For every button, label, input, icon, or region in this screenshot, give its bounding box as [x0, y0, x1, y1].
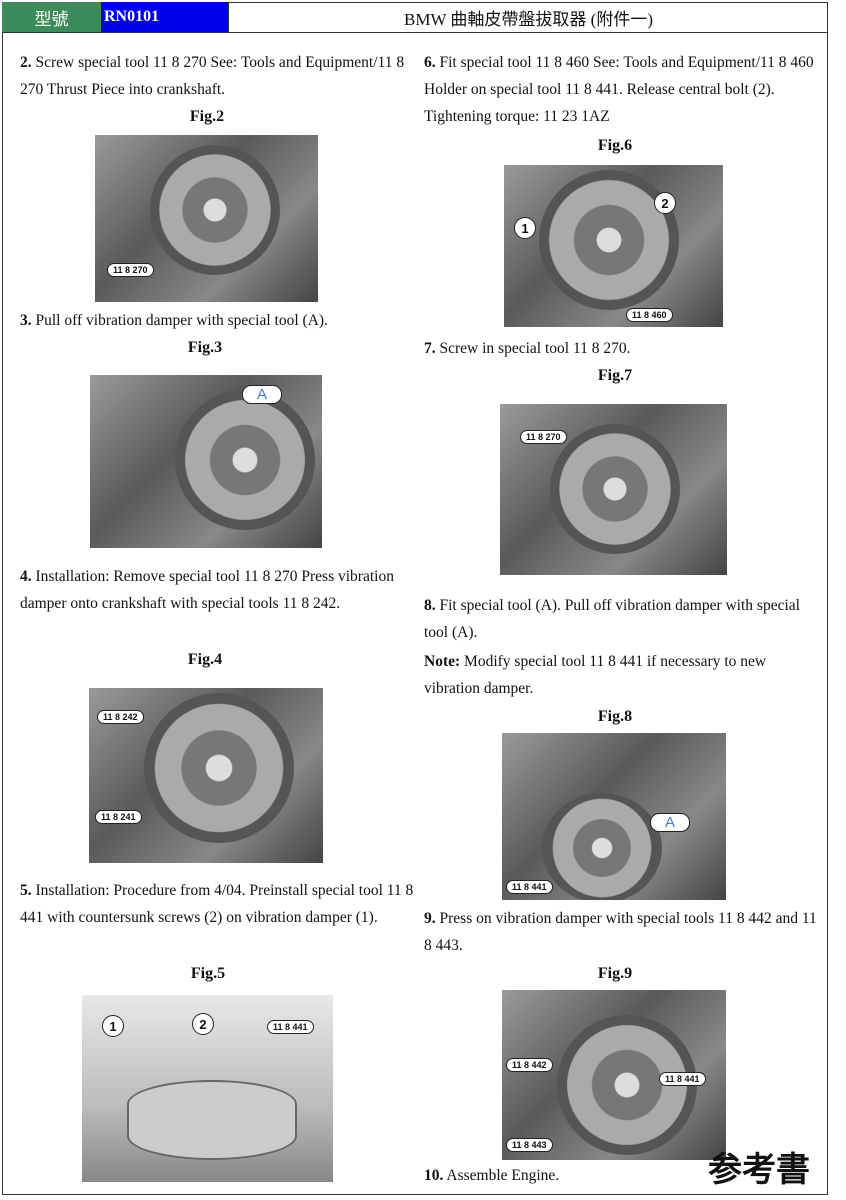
fig8-image: A 11 8 441	[502, 733, 726, 900]
fig4-image: 11 8 242 11 8 241	[89, 688, 323, 863]
fig4-label: Fig.4	[187, 651, 223, 668]
model-number: RN0101	[101, 2, 229, 32]
callout: A	[242, 385, 283, 404]
callout: 11 8 441	[267, 1020, 314, 1034]
callout: 11 8 270	[520, 430, 567, 444]
document-title: BMW 曲軸皮帶盤拔取器 (附件一)	[403, 9, 653, 29]
callout: 2	[654, 192, 676, 214]
callout: 11 8 442	[506, 1058, 553, 1072]
fig2-label: Fig.2	[189, 108, 225, 125]
step-3: 3. Pull off vibration damper with specia…	[20, 312, 328, 329]
fig9-label: Fig.9	[597, 965, 633, 982]
callout: 11 8 441	[506, 880, 553, 894]
fig5-image: 1 2 11 8 441	[82, 995, 333, 1182]
step-4: 4. Installation: Remove special tool 11 …	[20, 568, 394, 612]
step-6: 6. Fit special tool 11 8 460 See: Tools …	[424, 54, 814, 125]
callout: A	[650, 813, 691, 832]
fig3-image: A	[90, 375, 322, 548]
callout: 11 8 270	[107, 263, 154, 277]
fig2-image: 11 8 270	[95, 135, 318, 302]
callout: 1	[102, 1015, 124, 1037]
callout: 11 8 242	[97, 710, 144, 724]
callout: 11 8 441	[659, 1072, 706, 1086]
page-border	[2, 2, 828, 1195]
callout: 2	[192, 1013, 214, 1035]
step-10: 10. Assemble Engine.	[424, 1167, 560, 1184]
fig5-label: Fig.5	[190, 965, 226, 982]
callout: 1	[514, 217, 536, 239]
fig6-image: 1 2 11 8 460	[504, 165, 723, 327]
fig3-label: Fig.3	[187, 339, 223, 356]
step-9: 9. Press on vibration damper with specia…	[424, 910, 817, 954]
step-7: 7. Screw in special tool 11 8 270.	[424, 340, 631, 357]
step-5: 5. Installation: Procedure from 4/04. Pr…	[20, 882, 414, 926]
callout: 11 8 241	[95, 810, 142, 824]
fig9-image: 11 8 442 11 8 441 11 8 443	[502, 990, 726, 1160]
fig8-label: Fig.8	[597, 708, 633, 725]
note: Note: Modify special tool 11 8 441 if ne…	[424, 653, 767, 697]
reference-watermark: 参考書	[708, 1150, 810, 1190]
fig6-label: Fig.6	[597, 137, 633, 154]
header: 型號 RN0101 BMW 曲軸皮帶盤拔取器 (附件一)	[2, 2, 828, 33]
callout: 11 8 460	[626, 308, 673, 322]
fig7-label: Fig.7	[597, 367, 633, 384]
callout: 11 8 443	[506, 1138, 553, 1152]
step-2: 2. Screw special tool 11 8 270 See: Tool…	[20, 54, 405, 98]
fig7-image: 11 8 270	[500, 404, 727, 575]
step-8: 8. Fit special tool (A). Pull off vibrat…	[424, 597, 800, 641]
model-label: 型號	[2, 2, 101, 32]
